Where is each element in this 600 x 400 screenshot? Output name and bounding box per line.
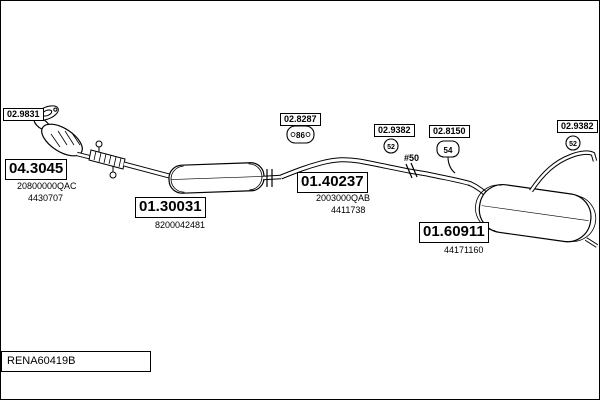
hanger-icon-86: 86 <box>286 125 315 144</box>
hanger-size-label: 86 <box>296 131 305 140</box>
part-code-mid-pipe[interactable]: 01.40237 <box>297 172 368 193</box>
center-muffler-drawing <box>168 162 265 194</box>
part-code-ring-left[interactable]: 02.9382 <box>374 124 415 138</box>
hanger-size-label: 54 <box>444 146 453 155</box>
part-code-rear-muffler[interactable]: 01.60911 <box>419 222 489 243</box>
part-ref-mid-pipe-alt: 4411738 <box>331 205 366 215</box>
ring-size-label: 52 <box>569 141 577 148</box>
ring-icon-right: 52 <box>565 135 581 151</box>
clamp-icon <box>405 162 418 179</box>
ring-icon-left: 52 <box>383 138 399 154</box>
mid-pipe-drawing <box>280 157 472 187</box>
part-code-catalyst[interactable]: 04.3045 <box>5 159 68 180</box>
flange-drawing <box>262 169 282 187</box>
part-ref-mid-pipe-oem: 2003000QAB <box>316 193 371 203</box>
ring-size-label: 52 <box>387 144 395 151</box>
clamp-size-label: #50 <box>404 153 420 163</box>
front-pipe-drawing <box>123 161 174 180</box>
part-ref-catalyst-oem: 20800000QAC <box>17 181 77 191</box>
flex-pipe-drawing <box>88 149 126 170</box>
part-code-center-muffler[interactable]: 01.30031 <box>135 197 206 218</box>
catalyst-drawing <box>33 117 94 161</box>
part-code-center-hanger[interactable]: 02.8287 <box>280 113 321 127</box>
diagram-code-box: RENA60419B <box>1 351 151 372</box>
part-code-ring-right[interactable]: 02.9382 <box>557 120 598 134</box>
tail-pipe-drawing <box>529 150 599 248</box>
fastener-icons <box>95 140 117 179</box>
part-ref-catalyst-alt: 4430707 <box>28 193 64 203</box>
rear-muffler-drawing <box>475 183 597 243</box>
part-code-rear-hanger[interactable]: 02.8150 <box>429 125 470 139</box>
part-ref-rear-muffler: 44171160 <box>444 245 484 255</box>
hanger-icon-54: 54 <box>436 140 460 174</box>
part-ref-center-muffler: 8200042481 <box>155 220 206 230</box>
part-code-front-gasket[interactable]: 02.9831 <box>3 108 44 122</box>
diagram-code-label: RENA60419B <box>7 355 76 367</box>
